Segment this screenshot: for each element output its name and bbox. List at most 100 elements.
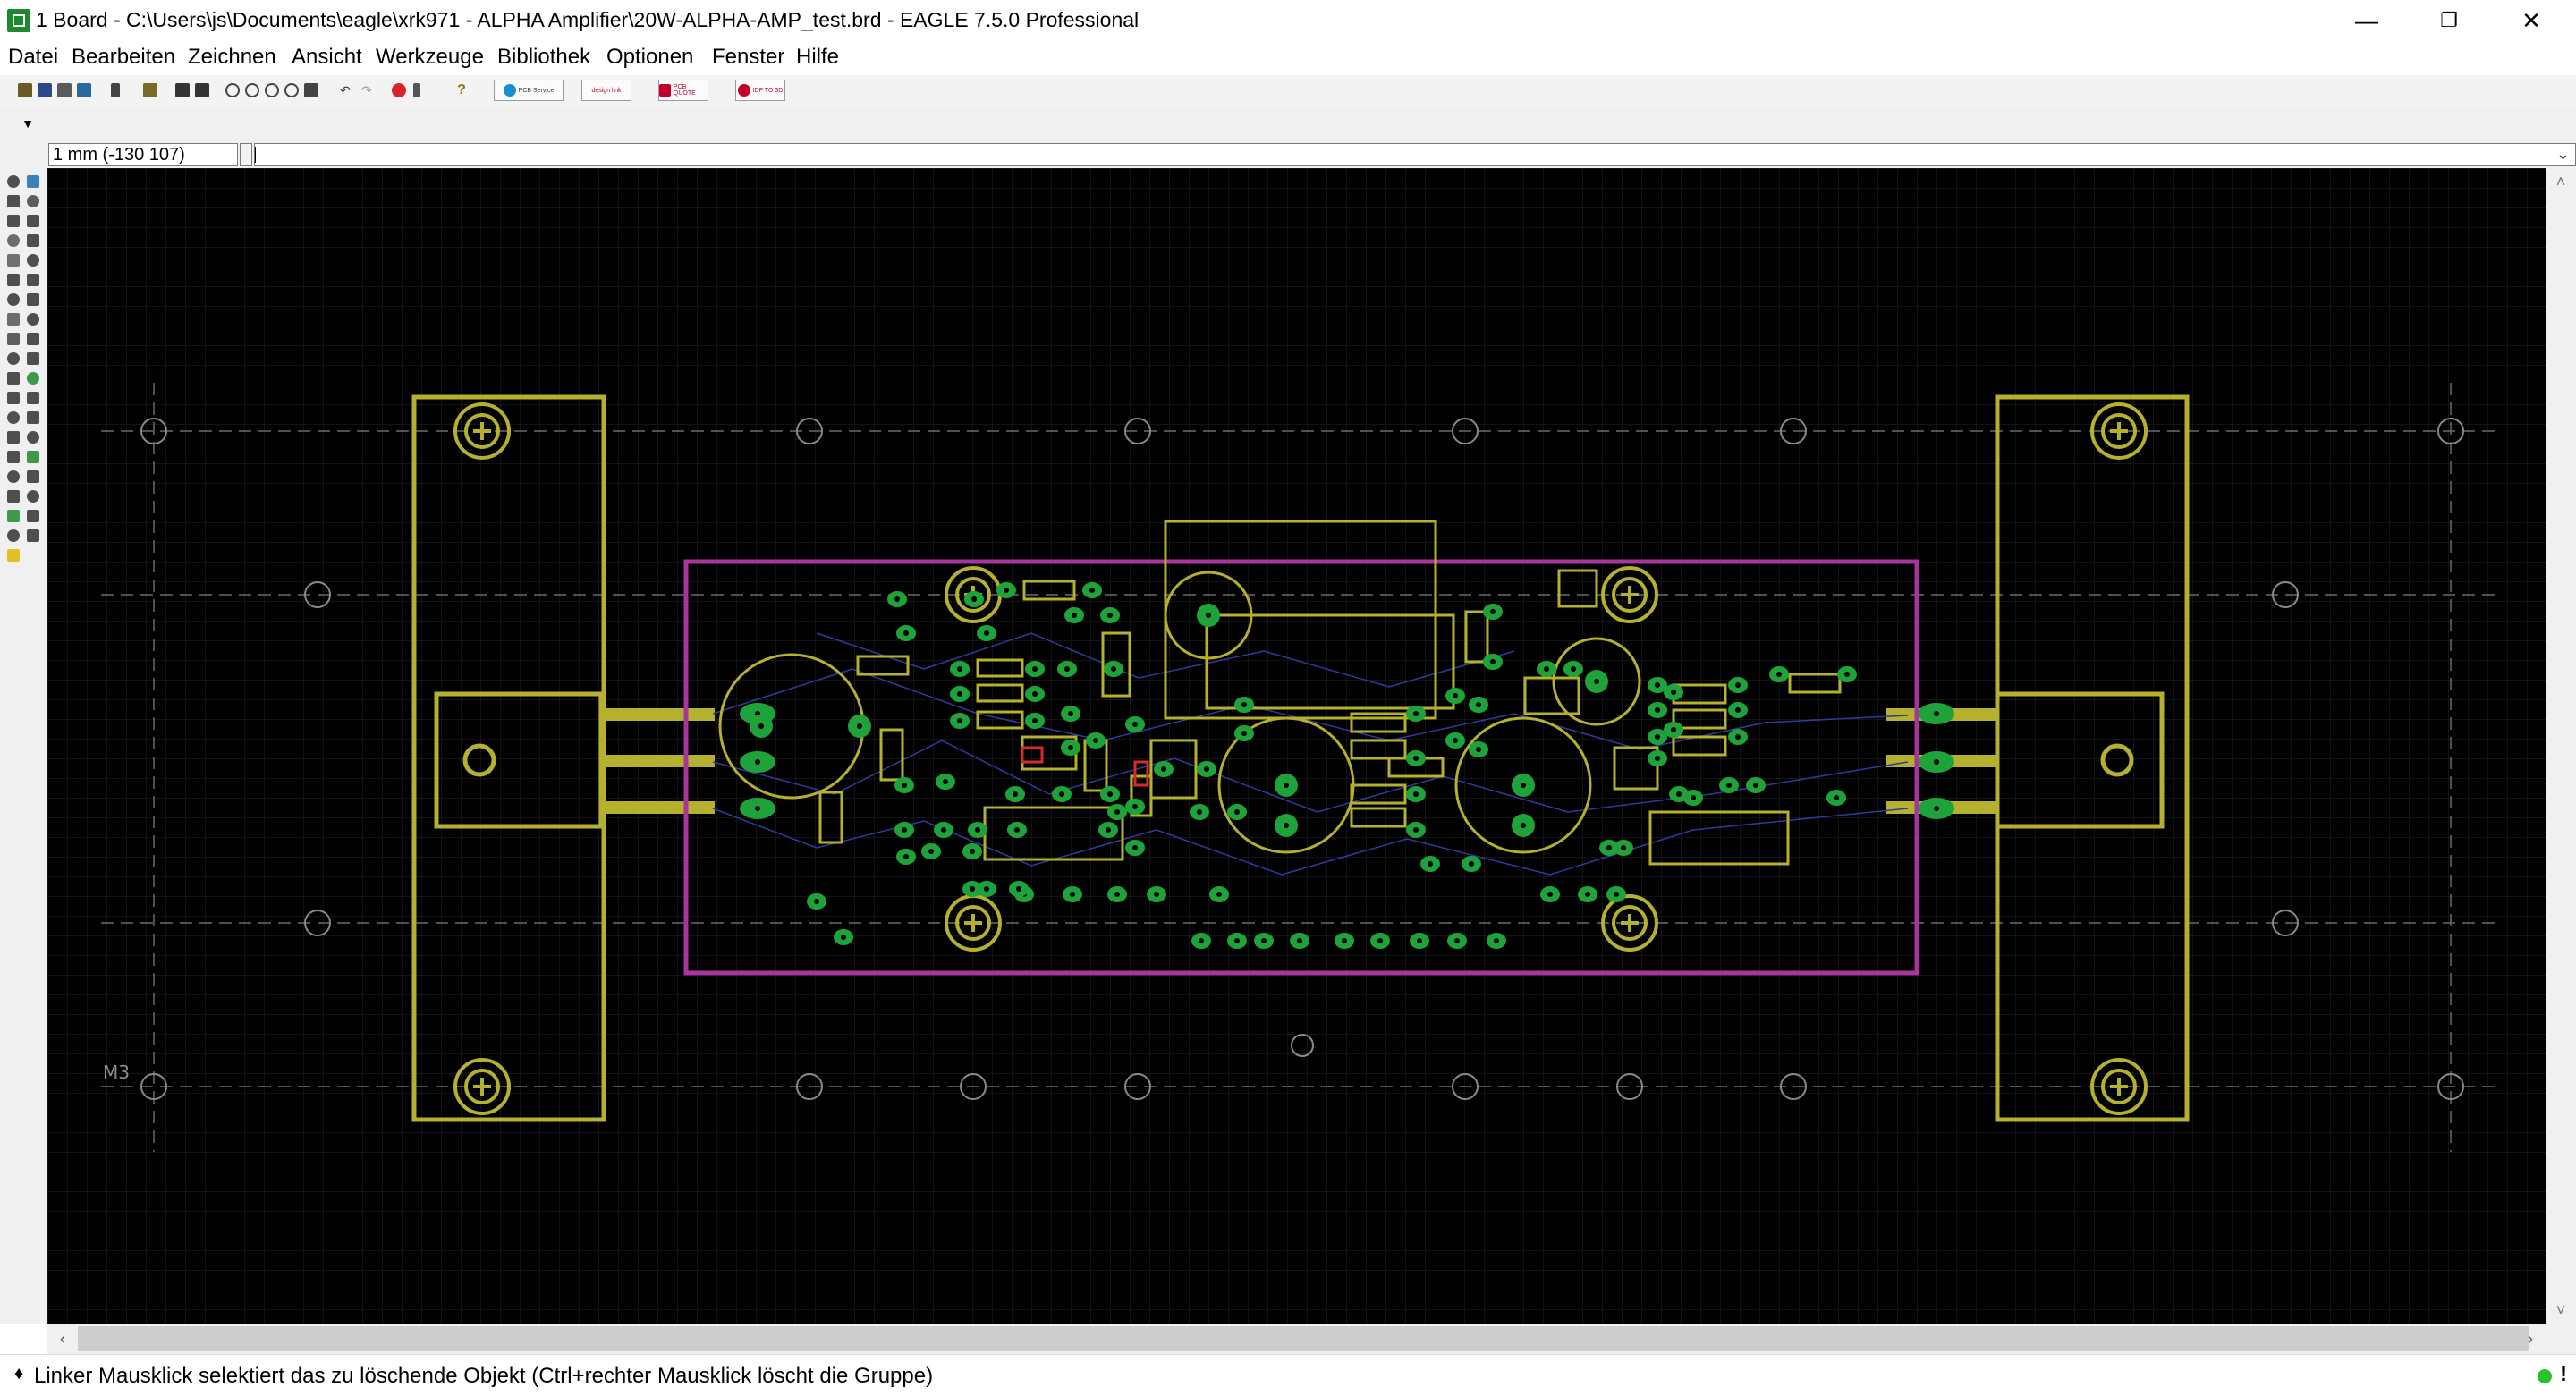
- tool-polygon-icon[interactable]: [7, 451, 20, 463]
- tool-delete-icon[interactable]: [27, 274, 39, 286]
- menu-bibliothek[interactable]: Bibliothek: [497, 45, 591, 69]
- tool-mirror-icon[interactable]: [7, 234, 20, 247]
- tool-mark-icon[interactable]: [27, 195, 39, 207]
- tool-paste-icon[interactable]: [7, 274, 20, 286]
- horizontal-scroll-thumb[interactable]: [78, 1326, 2529, 1351]
- menu-zeichnen[interactable]: Zeichnen: [188, 45, 276, 69]
- coordinate-splitter[interactable]: [240, 143, 252, 166]
- close-button[interactable]: ✕: [2490, 0, 2572, 41]
- idf-to-3d-button[interactable]: IDF TO 3D: [735, 80, 785, 101]
- tool-change-icon[interactable]: [27, 254, 39, 267]
- save-icon[interactable]: [38, 83, 52, 97]
- tool-show-icon[interactable]: [27, 175, 39, 188]
- tool-text-icon[interactable]: [7, 411, 20, 424]
- tool-erc-icon[interactable]: [7, 529, 20, 542]
- pad-drill: [1216, 892, 1222, 897]
- redraw-icon[interactable]: [304, 83, 318, 97]
- tool-hole-icon[interactable]: [27, 470, 39, 483]
- horizontal-scrollbar[interactable]: ‹ ›: [47, 1324, 2546, 1354]
- tool-replace-icon[interactable]: [7, 313, 20, 326]
- script-icon[interactable]: [111, 83, 120, 97]
- pad-drill: [1132, 804, 1138, 809]
- cam-icon[interactable]: [77, 83, 91, 97]
- zoom-fit-icon[interactable]: [225, 83, 240, 97]
- help-icon[interactable]: ?: [457, 82, 466, 97]
- tool-copy-icon[interactable]: [27, 215, 39, 227]
- tool-attribute-icon[interactable]: [7, 490, 20, 503]
- stop-icon[interactable]: [392, 83, 406, 97]
- vertical-scrollbar[interactable]: ˄ ˅: [2546, 168, 2576, 1324]
- tool-ratsnest-icon[interactable]: [7, 510, 20, 522]
- board-canvas[interactable]: M3: [47, 168, 2546, 1324]
- pad-drill: [1032, 718, 1038, 723]
- tool-pinswap-icon[interactable]: [27, 293, 39, 306]
- pcb-quote-button[interactable]: PCB QUOTE: [658, 80, 708, 101]
- open-icon[interactable]: [18, 83, 32, 97]
- tool-via-icon[interactable]: [27, 451, 39, 463]
- layer-dropdown[interactable]: ▼: [18, 114, 38, 133]
- pad-drill: [1453, 693, 1458, 698]
- stop-command-button[interactable]: !: [2560, 1362, 2567, 1386]
- menu-bearbeiten[interactable]: Bearbeiten: [72, 45, 176, 69]
- tool-add-icon[interactable]: [7, 293, 20, 306]
- pad-drill: [1494, 938, 1499, 943]
- undo-icon[interactable]: ↶: [340, 83, 351, 97]
- menu-hilfe[interactable]: Hilfe: [796, 45, 840, 69]
- pad-drill: [1621, 845, 1626, 850]
- go-icon[interactable]: [413, 83, 420, 97]
- pad-drill: [975, 827, 980, 833]
- pad-drill: [755, 759, 760, 765]
- pad-drill: [1521, 783, 1526, 788]
- tool-group-icon[interactable]: [7, 254, 20, 267]
- tool-info-icon[interactable]: [7, 175, 20, 188]
- tool-route-icon[interactable]: [27, 372, 39, 385]
- zoom-in-icon[interactable]: [245, 83, 259, 97]
- chevron-down-icon[interactable]: ⌄: [2555, 145, 2570, 163]
- pcb-service-button[interactable]: PCB Service: [494, 80, 564, 101]
- chevron-left-icon[interactable]: ‹: [60, 1330, 65, 1348]
- tool-rotate-icon[interactable]: [27, 234, 39, 247]
- pad-drill: [1261, 938, 1267, 943]
- tool-value-icon[interactable]: [7, 352, 20, 365]
- menu-datei[interactable]: Datei: [8, 45, 59, 69]
- tool-errors-icon[interactable]: [7, 549, 20, 562]
- tool-move-icon[interactable]: [7, 215, 20, 227]
- minimize-button[interactable]: —: [2326, 0, 2408, 41]
- chevron-down-icon[interactable]: ˅: [2555, 1301, 2566, 1319]
- design-link-button[interactable]: design link: [581, 80, 631, 101]
- chevron-up-icon[interactable]: ˄: [2555, 173, 2566, 190]
- tool-auto-icon[interactable]: [27, 510, 39, 522]
- chevron-right-icon[interactable]: ›: [2528, 1330, 2533, 1348]
- command-input[interactable]: ⌄: [254, 143, 2576, 166]
- tool-signal-icon[interactable]: [7, 470, 20, 483]
- tool-split-icon[interactable]: [27, 352, 39, 365]
- ulp-icon[interactable]: [143, 83, 157, 97]
- board-icon[interactable]: [175, 83, 190, 97]
- zoom-select-icon[interactable]: [284, 83, 299, 97]
- menu-optionen[interactable]: Optionen: [606, 45, 694, 69]
- print-icon[interactable]: [57, 83, 72, 97]
- restore-button[interactable]: ❐: [2408, 0, 2490, 41]
- tool-circle-icon[interactable]: [27, 411, 39, 424]
- tool-smash-icon[interactable]: [7, 333, 20, 345]
- menu-fenster[interactable]: Fenster: [712, 45, 785, 69]
- tool-name-icon[interactable]: [27, 333, 39, 345]
- tool-lock-icon[interactable]: [27, 313, 39, 326]
- guide-lines: [101, 383, 2498, 1152]
- pad-drill: [1342, 938, 1347, 943]
- schematic-icon[interactable]: [195, 83, 209, 97]
- menu-ansicht[interactable]: Ansicht: [292, 45, 362, 69]
- pad-drill: [1417, 938, 1422, 943]
- tool-drc-icon[interactable]: [27, 529, 39, 542]
- tool-dimension-icon[interactable]: [27, 490, 39, 503]
- pad-drill: [1585, 892, 1590, 897]
- tool-arc-icon[interactable]: [7, 431, 20, 444]
- tool-ripup-icon[interactable]: [7, 392, 20, 404]
- tool-display-icon[interactable]: [7, 195, 20, 207]
- menu-werkzeuge[interactable]: Werkzeuge: [376, 45, 484, 69]
- redo-icon[interactable]: ↷: [361, 83, 372, 97]
- tool-optimize-icon[interactable]: [7, 372, 20, 385]
- zoom-out-icon[interactable]: [265, 83, 279, 97]
- tool-rect-icon[interactable]: [27, 431, 39, 444]
- tool-wire-icon[interactable]: [27, 392, 39, 404]
